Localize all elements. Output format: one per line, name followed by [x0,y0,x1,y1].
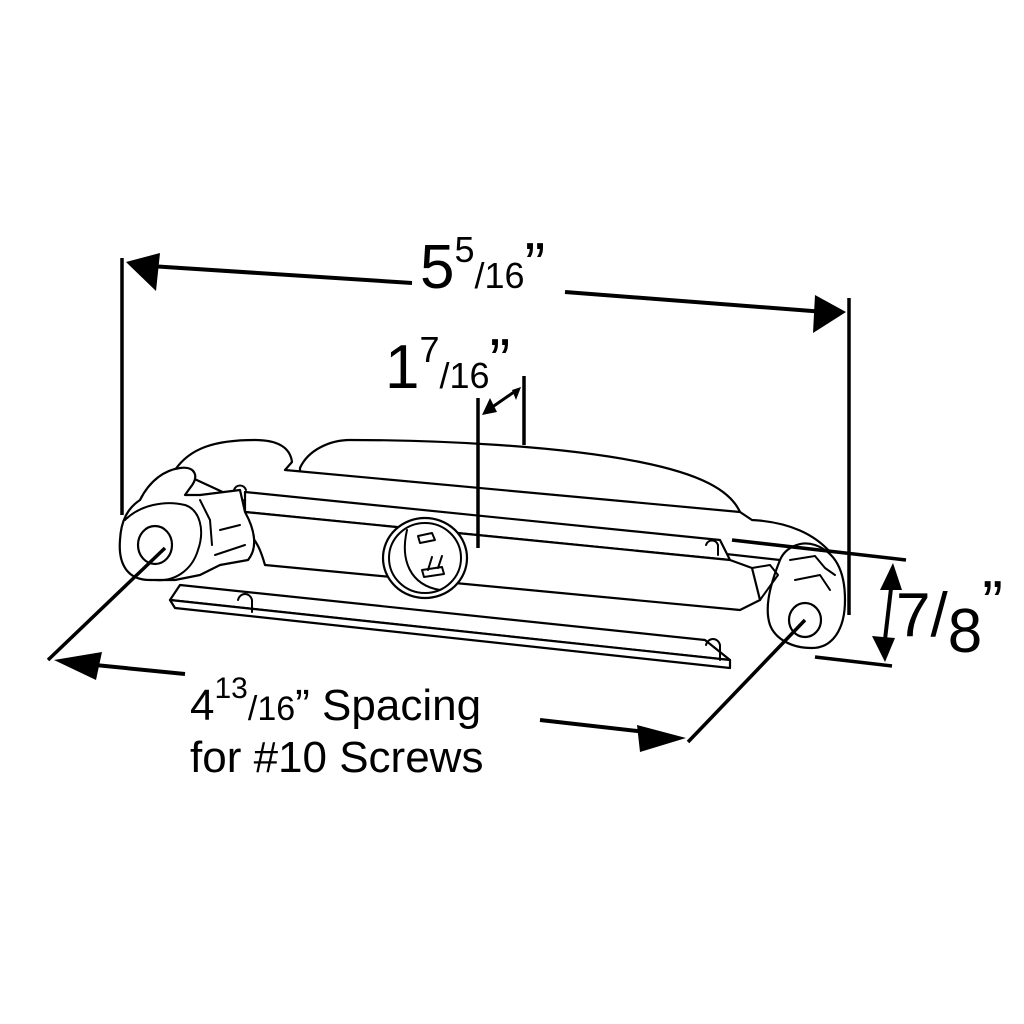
overall-length-dimension: 55/16” [120,229,851,615]
arrow-left-icon [126,253,160,291]
mount-spacing-label: 413/16” Spacing [190,672,481,730]
socket-offset-dimension: 17/16” [385,327,526,548]
mount-spacing-note: for #10 Screws [190,733,483,782]
lower-rail-front [168,598,732,670]
arrow-down-icon [872,636,895,662]
left-screw-hole [136,524,174,566]
socket-terminal [417,532,436,544]
arrow-small-right-icon [512,387,521,400]
height-dimension: 7/8” [731,538,1003,668]
left-mount-ear [118,466,256,582]
mount-spacing-dimension: 413/16” Spacing for #10 Screws [46,546,807,782]
base-top-surface [173,438,832,562]
lens-dome [298,438,742,522]
arrow-small-left-icon [482,398,497,415]
socket-terminal [421,566,445,578]
bulb-socket [381,516,469,600]
arrow-right-icon [813,295,846,333]
arrow-right-icon [637,725,686,752]
socket-offset-label: 17/16” [385,327,510,402]
arrow-left-icon [54,652,102,680]
overall-length-label: 55/16” [420,229,545,302]
lamp-housing [118,438,847,670]
arrow-up-icon [880,563,902,590]
height-label: 7/8” [896,569,1003,666]
